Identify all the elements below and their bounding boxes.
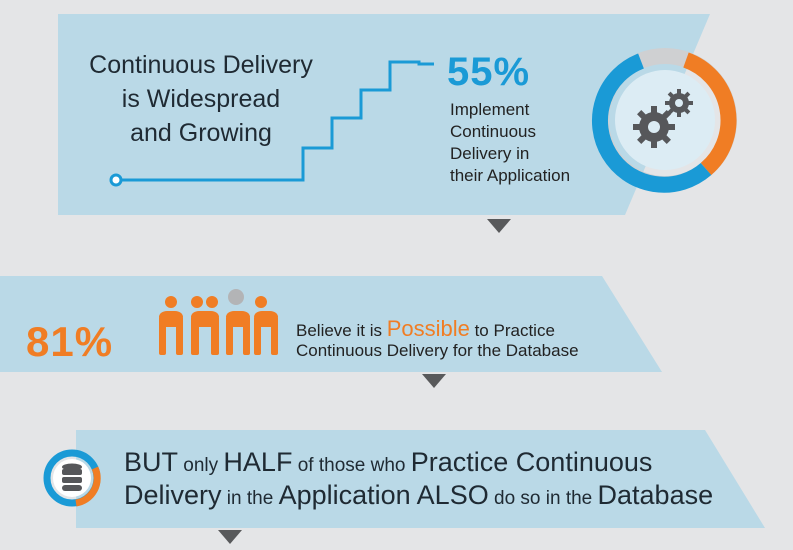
- panel2-line1-end: to Practice: [469, 321, 555, 340]
- person-icon: [159, 296, 183, 355]
- panel3-word: Application ALSO: [278, 480, 489, 510]
- panel1-title-line: Continuous Delivery: [89, 51, 313, 79]
- donut-orange-segment: [683, 52, 737, 176]
- panel1-description-line: Delivery in: [450, 144, 530, 163]
- panel3-word: only: [178, 455, 224, 476]
- panel2-line1-start: Believe it is: [296, 321, 387, 340]
- panel2-percent: 81%: [26, 318, 114, 365]
- banner-2-arrow: [422, 374, 446, 388]
- panel3-line1: BUT only HALF of those who Practice Cont…: [124, 447, 652, 478]
- panel3-word: BUT: [124, 447, 178, 477]
- panel1-description-line: their Application: [450, 166, 571, 185]
- banner-1-arrow: [487, 219, 511, 233]
- panel3-word: Database: [597, 480, 714, 510]
- panel3-word: in the: [221, 488, 279, 509]
- panel2-line2: Continuous Delivery for the Database: [296, 341, 579, 360]
- panel3-word: Delivery: [124, 480, 222, 510]
- panel2-line1: Believe it is Possible to Practice: [296, 316, 555, 342]
- growth-staircase-icon: [109, 60, 434, 187]
- panel1-description: Implement Continuous Delivery in their A…: [450, 99, 570, 187]
- person-icon: [254, 296, 278, 355]
- panel1-description-line: Continuous: [450, 122, 537, 141]
- panel3-word: do so in the: [488, 488, 598, 509]
- gears-icon: [633, 89, 693, 148]
- donut-blue-segment: [591, 53, 712, 193]
- panel1-title-line: and Growing: [130, 119, 272, 147]
- panel3-line2: Delivery in the Application ALSO do so i…: [124, 480, 713, 511]
- panel2-emphasis: Possible: [386, 316, 470, 341]
- panel1-description-line: Implement: [450, 100, 530, 119]
- database-icon: [43, 449, 101, 507]
- panel1-percent: 55%: [447, 50, 531, 94]
- donut-gears-icon: [591, 48, 737, 193]
- banner-3-arrow: [218, 530, 242, 544]
- panel1-title: Continuous Delivery is Widespread and Gr…: [76, 48, 326, 150]
- panel3-word: of those who: [292, 455, 411, 476]
- panel3-word: HALF: [223, 447, 293, 477]
- panel1-title-line: is Widespread: [121, 85, 281, 113]
- panel3-word: Practice Continuous: [410, 447, 653, 477]
- banner-1-shape: [58, 14, 710, 215]
- person-icon: [191, 296, 219, 355]
- banner-3-shape: [76, 430, 765, 528]
- people-group-icon: [159, 289, 278, 355]
- person-icon: [226, 311, 250, 355]
